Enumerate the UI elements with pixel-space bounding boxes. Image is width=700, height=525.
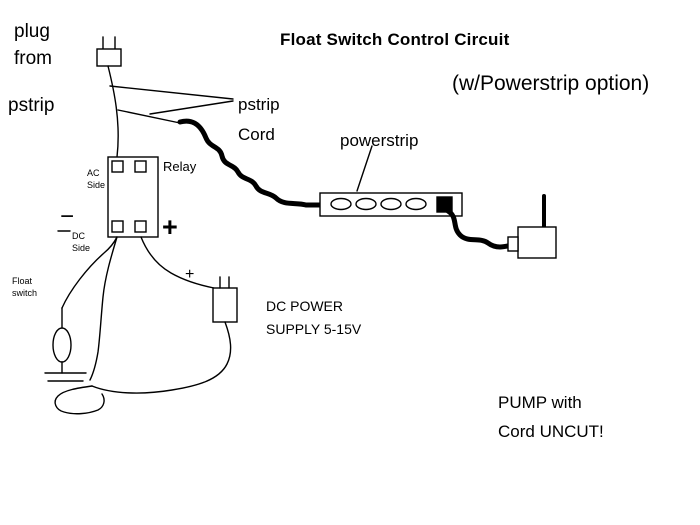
label-pstrip-cord: pstrip Cord (238, 95, 280, 144)
label-float-switch: Float switch (12, 276, 38, 298)
pump-plug-icon (436, 196, 453, 213)
float-switch-drawing (44, 307, 87, 382)
wire-lower-blob (54, 385, 105, 415)
label-dc-side: DC Side (72, 231, 91, 253)
label-pstrip: pstrip (8, 95, 55, 116)
pstrip-cord-drawing (177, 118, 325, 208)
pump-cord-drawing (445, 208, 515, 250)
label-pump: PUMP with Cord UNCUT! (498, 393, 604, 441)
minus-symbol-relay: − (60, 203, 75, 230)
label-dc-power-supply: DC POWER SUPPLY 5-15V (266, 298, 362, 337)
plug-icon (96, 36, 122, 67)
label-powerstrip: powerstrip (340, 131, 419, 150)
pointer-powerstrip (356, 145, 373, 192)
wire-plug-to-relay (107, 65, 119, 158)
wire-supply-loop (91, 321, 232, 394)
pump-drawing (507, 194, 557, 259)
label-ac-side: AC Side (87, 168, 106, 190)
powerstrip-drawing (319, 192, 463, 217)
plus-symbol-supply: + (185, 266, 195, 283)
label-relay: Relay (163, 159, 197, 174)
diagram-subtitle: (w/Powerstrip option) (452, 72, 650, 95)
pointer-pstrip-cord-1 (109, 85, 234, 100)
wire-relay-to-base (89, 236, 118, 381)
pointer-pstrip-cord-2 (149, 100, 234, 115)
dc-supply-drawing (212, 276, 238, 323)
plus-symbol-relay: + (162, 212, 178, 242)
label-plug-from: plug from (14, 21, 52, 69)
wire-to-thick-cord (117, 109, 181, 124)
diagram-title: Float Switch Control Circuit (280, 30, 510, 49)
wire-relay-to-supply (140, 236, 215, 289)
wire-float-to-relay (61, 236, 118, 309)
relay-drawing (107, 156, 159, 238)
